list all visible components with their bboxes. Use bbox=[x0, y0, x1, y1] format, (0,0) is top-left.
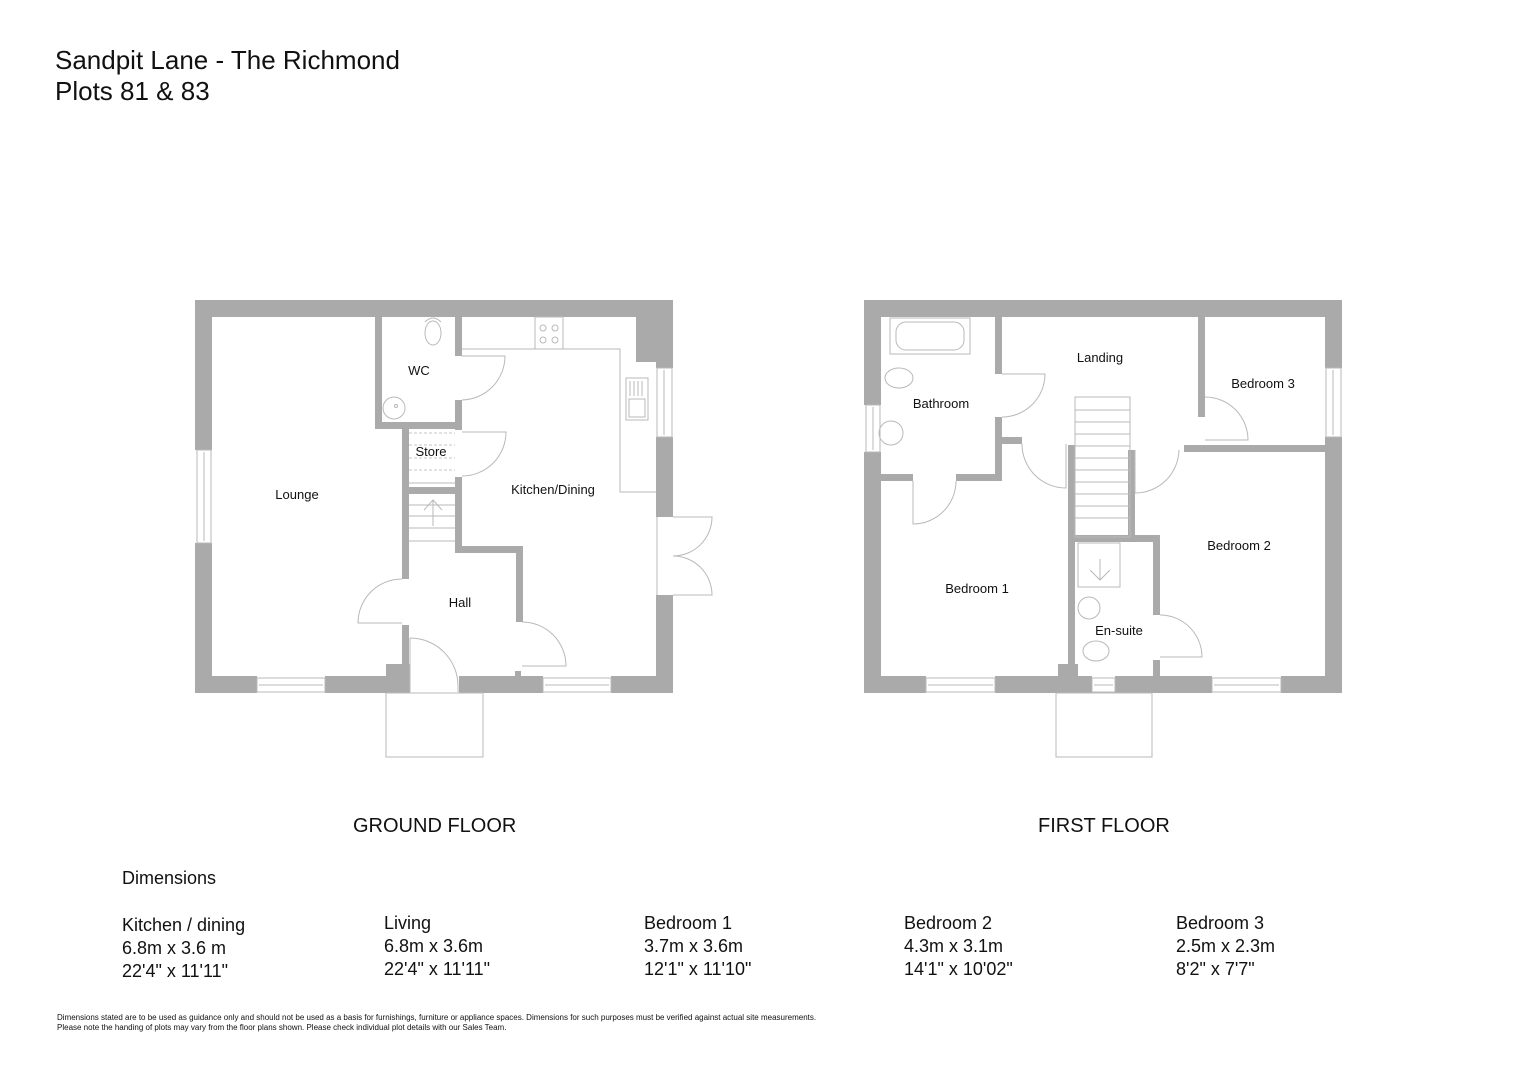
first-floor-plan: Bathroom Landing Bedroom 3 Bedroom 1 Bed… bbox=[864, 300, 1342, 758]
room-en-suite: En-suite bbox=[1095, 623, 1143, 638]
dimension-metric: 2.5m x 2.3m bbox=[1176, 936, 1276, 956]
room-lounge: Lounge bbox=[275, 487, 318, 502]
dimension-bedroom-1: Bedroom 1 3.7m x 3.6m 12'1" x 11'10" bbox=[644, 912, 751, 981]
first-floor-label: FIRST FLOOR bbox=[1038, 815, 1170, 837]
room-wc: WC bbox=[408, 363, 430, 378]
dimension-kitchen-dining: Kitchen / dining 6.8m x 3.6 m 22'4" x 11… bbox=[122, 914, 245, 983]
dimension-living: Living 6.8m x 3.6m 22'4" x 11'11" bbox=[384, 912, 490, 981]
dimension-room-name: Bedroom 3 bbox=[1176, 913, 1265, 933]
dimension-imperial: 22'4" x 11'11" bbox=[384, 959, 491, 979]
disclaimer: Dimensions stated are to be used as guid… bbox=[57, 1013, 816, 1033]
dimension-imperial: 8'2" x 7'7" bbox=[1176, 959, 1255, 979]
dimension-imperial: 22'4" x 11'11" bbox=[122, 961, 229, 981]
room-landing: Landing bbox=[1077, 350, 1123, 365]
dimensions-heading: Dimensions bbox=[122, 868, 217, 888]
room-bathroom: Bathroom bbox=[913, 396, 969, 411]
disclaimer-line-1: Dimensions stated are to be used as guid… bbox=[57, 1013, 817, 1022]
dimension-bedroom-3: Bedroom 3 2.5m x 2.3m 8'2" x 7'7" bbox=[1176, 912, 1275, 981]
plan-title: Sandpit Lane - The Richmond Plots 81 & 8… bbox=[55, 45, 400, 107]
dimension-metric: 6.8m x 3.6 m bbox=[122, 938, 227, 958]
title-plots: Plots 81 & 83 bbox=[55, 76, 210, 106]
ground-floor-plan: Lounge WC Store Kitchen/Dining Hall bbox=[195, 300, 713, 758]
room-kitchen-dining: Kitchen/Dining bbox=[511, 482, 595, 497]
ground-floor-label: GROUND FLOOR bbox=[353, 815, 517, 837]
dimension-bedroom-2: Bedroom 2 4.3m x 3.1m 14'1" x 10'02" bbox=[904, 912, 1013, 981]
room-bedroom-3: Bedroom 3 bbox=[1231, 376, 1295, 391]
room-store: Store bbox=[415, 444, 446, 459]
room-bedroom-2: Bedroom 2 bbox=[1207, 538, 1271, 553]
dimension-metric: 3.7m x 3.6m bbox=[644, 936, 744, 956]
dimension-room-name: Bedroom 2 bbox=[904, 913, 993, 933]
dimension-room-name: Kitchen / dining bbox=[122, 915, 246, 935]
title-development: Sandpit Lane - The Richmond bbox=[55, 45, 400, 75]
dimension-imperial: 14'1" x 10'02" bbox=[904, 959, 1013, 979]
dimension-room-name: Living bbox=[384, 913, 432, 933]
dimension-imperial: 12'1" x 11'10" bbox=[644, 959, 752, 979]
room-hall: Hall bbox=[449, 595, 472, 610]
disclaimer-line-2: Please note the handing of plots may var… bbox=[57, 1023, 507, 1032]
dimension-metric: 6.8m x 3.6m bbox=[384, 936, 484, 956]
room-bedroom-1: Bedroom 1 bbox=[945, 581, 1009, 596]
dimension-room-name: Bedroom 1 bbox=[644, 913, 733, 933]
dimension-metric: 4.3m x 3.1m bbox=[904, 936, 1004, 956]
